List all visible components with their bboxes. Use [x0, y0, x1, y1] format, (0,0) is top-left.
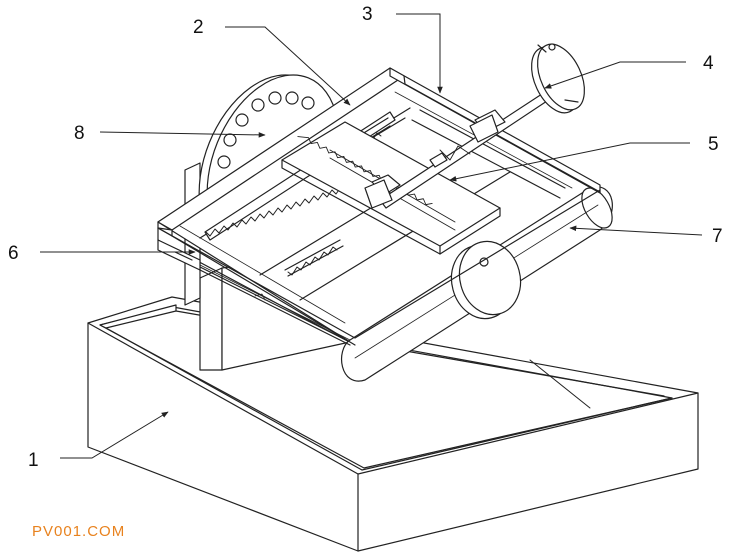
end-roller-disc: [450, 240, 522, 320]
leader-lines: [40, 13, 703, 459]
callout-8: 8: [74, 123, 85, 144]
leader-1: [60, 411, 169, 459]
callout-2: 2: [193, 17, 204, 38]
callout-1: 1: [28, 450, 39, 471]
leader-5: [449, 142, 690, 182]
leader-8: [99, 131, 266, 138]
handwheel-icon: [531, 43, 585, 114]
clamp-block: [157, 239, 351, 346]
watermark-logo: PV001.COM: [32, 523, 126, 540]
callout-3: 3: [362, 4, 373, 25]
leader-7: [569, 225, 703, 236]
callout-5: 5: [708, 134, 719, 155]
callout-7: 7: [712, 226, 723, 247]
leader-3: [396, 13, 443, 94]
callouts: 1 2 3 4 5 6 7 8: [8, 4, 723, 471]
callout-6: 6: [8, 243, 19, 264]
leader-4: [544, 61, 686, 89]
leader-2: [225, 26, 351, 106]
screw-shaft: [364, 91, 551, 209]
callout-4: 4: [703, 53, 714, 74]
